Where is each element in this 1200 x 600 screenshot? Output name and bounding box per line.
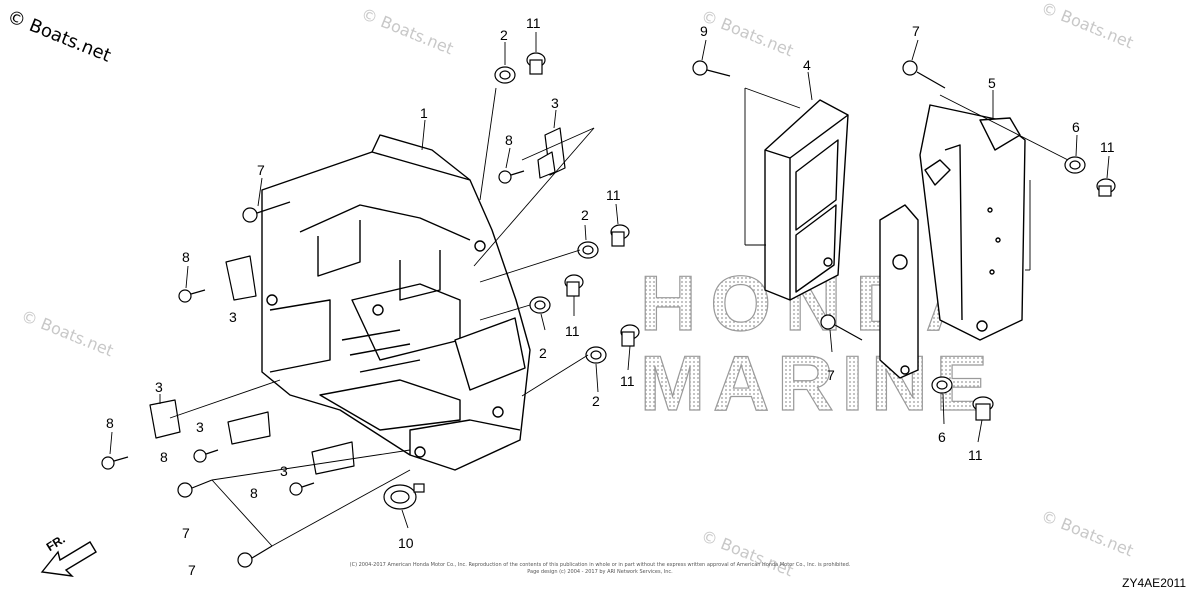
small-brackets bbox=[149, 127, 566, 475]
fasteners bbox=[101, 52, 1116, 568]
collar bbox=[564, 274, 584, 297]
grommet bbox=[494, 66, 516, 84]
bolt bbox=[178, 289, 206, 303]
copyright-notice: (C) 2004-2017 American Honda Motor Co., … bbox=[330, 562, 870, 576]
watermark-tile: © Boats.net bbox=[1039, 506, 1137, 560]
bolt bbox=[242, 201, 291, 223]
callout-label: 11 bbox=[1100, 139, 1115, 155]
grommet bbox=[1064, 156, 1086, 174]
callout-label: 2 bbox=[581, 207, 589, 223]
callout-label: 2 bbox=[539, 345, 547, 361]
callout-label: 2 bbox=[592, 393, 600, 409]
callout-label: 3 bbox=[229, 309, 237, 325]
bolt bbox=[498, 170, 525, 184]
callout-label: 11 bbox=[565, 323, 580, 339]
copyright-line: (C) 2004-2017 American Honda Motor Co., … bbox=[349, 562, 851, 568]
callout-label: 8 bbox=[182, 249, 190, 265]
callout-label: 7 bbox=[188, 562, 196, 578]
bolt bbox=[193, 449, 219, 463]
collar bbox=[1096, 178, 1116, 197]
callouts: 1 2 11 3 8 7 2 11 8 3 11 2 2 11 3 8 3 8 … bbox=[106, 15, 1115, 578]
callout-label: 4 bbox=[803, 57, 811, 73]
brand-watermark: HONDA MARINE bbox=[639, 258, 996, 427]
callout-label: 10 bbox=[398, 535, 414, 551]
bolt bbox=[820, 314, 863, 341]
brand-watermark-line1: HONDA bbox=[640, 259, 996, 347]
grommet bbox=[585, 346, 607, 364]
callout-label: 1 bbox=[420, 105, 428, 121]
collar bbox=[610, 224, 630, 247]
bolt bbox=[237, 545, 273, 568]
copyright-line: Page design (c) 2004 - 2017 by ARI Netwo… bbox=[527, 569, 673, 575]
callout-label: 7 bbox=[912, 23, 920, 39]
callout-label: 5 bbox=[988, 75, 996, 91]
collar bbox=[526, 52, 546, 75]
watermark-tile: © Boats.net bbox=[359, 4, 457, 58]
bolt bbox=[902, 60, 946, 89]
diagram-code: ZY4AE2011 bbox=[1122, 576, 1186, 590]
collar bbox=[972, 396, 994, 421]
callout-label: 8 bbox=[505, 132, 513, 148]
callout-label: 8 bbox=[250, 485, 258, 501]
bolt bbox=[177, 479, 213, 498]
callout-label: 6 bbox=[1072, 119, 1080, 135]
grommet bbox=[931, 376, 953, 394]
callout-label: 11 bbox=[968, 447, 983, 463]
callout-label: 11 bbox=[620, 373, 635, 389]
grommet bbox=[577, 241, 599, 259]
collar bbox=[620, 324, 640, 347]
callout-label: 11 bbox=[606, 187, 621, 203]
callout-label: 2 bbox=[500, 27, 508, 43]
callout-label: 3 bbox=[280, 463, 288, 479]
callout-label: 11 bbox=[526, 15, 541, 31]
brand-watermark-line2: MARINE bbox=[640, 339, 996, 427]
callout-label: 8 bbox=[106, 415, 114, 431]
bolt bbox=[101, 456, 129, 470]
callout-label: 6 bbox=[938, 429, 946, 445]
leader-lines bbox=[109, 32, 1110, 547]
bolt bbox=[692, 60, 731, 77]
bolt bbox=[289, 482, 315, 496]
callout-label: 3 bbox=[155, 379, 163, 395]
callout-label: 9 bbox=[700, 23, 708, 39]
callout-label: 7 bbox=[827, 367, 835, 383]
watermark-tile: © Boats.net bbox=[699, 6, 797, 60]
cable-clamp bbox=[383, 483, 425, 510]
front-arrow-icon bbox=[40, 541, 97, 577]
watermark-tile: © Boats.net bbox=[19, 306, 117, 360]
callout-label: 3 bbox=[551, 95, 559, 111]
mounting-plate bbox=[879, 104, 1026, 379]
electrical-bracket bbox=[261, 134, 531, 471]
grommet bbox=[529, 296, 551, 314]
callout-label: 7 bbox=[257, 162, 265, 178]
control-module bbox=[764, 99, 849, 301]
watermark-tile: © Boats.net bbox=[1039, 0, 1137, 52]
callout-label: 8 bbox=[160, 449, 168, 465]
callout-label: 3 bbox=[196, 419, 204, 435]
callout-label: 7 bbox=[182, 525, 190, 541]
